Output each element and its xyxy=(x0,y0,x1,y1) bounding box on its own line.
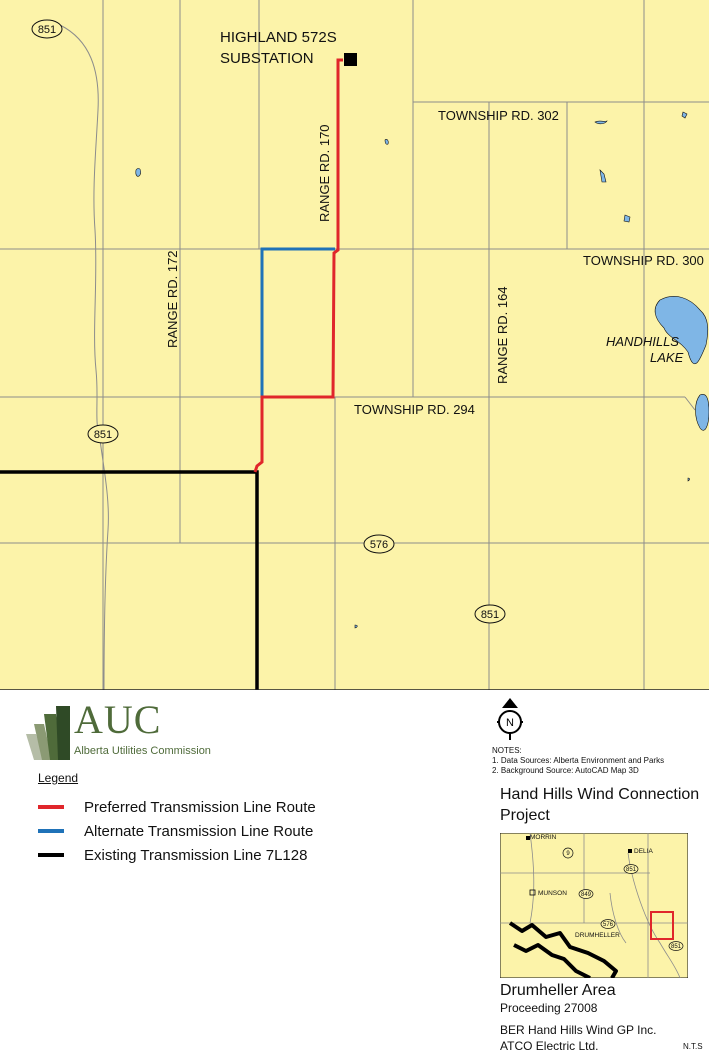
notes-title: NOTES: xyxy=(492,746,522,755)
legend-item-alternate: Alternate Transmission Line Route xyxy=(38,821,313,841)
inset-highway-849: 849 xyxy=(581,892,592,898)
inset-highway-851-top: 851 xyxy=(626,867,637,873)
road-label-twp300: TOWNSHIP RD. 300 xyxy=(583,253,704,268)
inset-river xyxy=(508,921,618,978)
scale-note: N.T.S xyxy=(683,1042,703,1051)
auc-logo-icon xyxy=(26,706,70,760)
auc-logo-subtitle: Alberta Utilities Commission xyxy=(74,745,211,757)
road-label-twp302: TOWNSHIP RD. 302 xyxy=(438,108,559,123)
road-label-rr164: RANGE RD. 164 xyxy=(495,286,510,384)
legend-swatch-existing xyxy=(38,853,64,857)
info-panel: AUC Alberta Utilities Commission Legend … xyxy=(0,690,709,1059)
notes-line-1: 1. Data Sources: Alberta Environment and… xyxy=(492,756,665,765)
company-line-2: ATCO Electric Ltd. xyxy=(500,1039,599,1053)
legend-label-alternate: Alternate Transmission Line Route xyxy=(84,822,314,840)
highway-number-576: 576 xyxy=(370,539,388,551)
substation-label-line2: SUBSTATION xyxy=(220,50,314,67)
inset-locator-map: MORRIN DELIA MUNSON DRUMHELLER 9 851 849… xyxy=(500,833,688,978)
map-background xyxy=(0,0,709,690)
alternate-route-line xyxy=(260,247,335,397)
inset-label-munson: MUNSON xyxy=(538,890,567,897)
inset-highway-851-bottom: 851 xyxy=(671,944,682,950)
north-arrow-icon: N xyxy=(497,698,523,740)
legend-item-preferred: Preferred Transmission Line Route xyxy=(38,797,316,817)
project-title-line2: Project xyxy=(500,807,550,824)
inset-highway-576: 576 xyxy=(603,922,614,928)
inset-label-drumheller: DRUMHELLER xyxy=(575,932,620,939)
road-grid xyxy=(0,0,709,690)
lake-label-line1: HANDHILLS xyxy=(606,334,679,349)
lakes xyxy=(135,111,709,629)
inset-label-delia: DELIA xyxy=(634,848,653,855)
route-map: HIGHLAND 572S SUBSTATION TOWNSHIP RD. 30… xyxy=(0,0,709,690)
project-title-line1: Hand Hills Wind Connection xyxy=(500,786,700,803)
legend-swatch-preferred xyxy=(38,805,64,809)
area-title: Drumheller Area xyxy=(500,982,616,999)
substation-label-line1: HIGHLAND 572S xyxy=(220,29,337,46)
legend-swatch-alternate xyxy=(38,829,64,833)
highway-number-851-bottom: 851 xyxy=(481,609,499,621)
highway-number-851-top: 851 xyxy=(38,24,56,36)
highway-shield-851-top: 851 xyxy=(31,19,63,39)
highway-shield-576: 576 xyxy=(363,534,395,554)
road-label-rr172: RANGE RD. 172 xyxy=(165,250,180,348)
highway-shield-851-bottom: 851 xyxy=(474,604,506,624)
lake-label-line2: LAKE xyxy=(650,350,684,365)
highway-number-851-left: 851 xyxy=(94,429,112,441)
highway-shield-851-left: 851 xyxy=(87,424,119,444)
legend-label-preferred: Preferred Transmission Line Route xyxy=(84,798,316,816)
inset-highway-9: 9 xyxy=(566,851,570,857)
notes-line-2: 2. Background Source: AutoCAD Map 3D xyxy=(492,766,639,775)
preferred-route-line xyxy=(253,58,343,473)
north-arrow-letter: N xyxy=(506,717,514,729)
substation-marker xyxy=(344,53,357,66)
inset-label-morrin: MORRIN xyxy=(530,834,557,841)
legend-item-existing: Existing Transmission Line 7L128 xyxy=(38,845,307,865)
existing-transmission-line xyxy=(0,470,259,690)
road-label-twp294: TOWNSHIP RD. 294 xyxy=(354,402,475,417)
road-label-rr170: RANGE RD. 170 xyxy=(317,124,332,222)
proceeding-number: Proceeding 27008 xyxy=(500,1001,598,1015)
company-line-1: BER Hand Hills Wind GP Inc. xyxy=(500,1023,657,1037)
inset-project-area xyxy=(650,911,674,940)
legend-label-existing: Existing Transmission Line 7L128 xyxy=(84,846,308,864)
legend-title: Legend xyxy=(38,771,79,785)
auc-logo-text: AUC xyxy=(74,697,162,742)
